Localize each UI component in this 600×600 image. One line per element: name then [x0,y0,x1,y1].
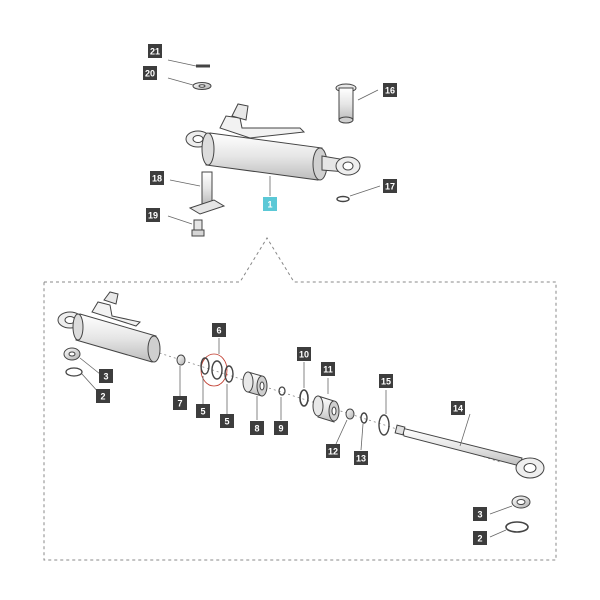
callout-13-label: 13 [356,454,366,464]
part-20-washer [167,77,212,90]
callout-2-left-label: 2 [100,392,105,402]
part-18-bracket [169,171,226,215]
part-17-o-ring [336,185,381,203]
part-11-piston [312,378,340,423]
cylinder-barrel-detail [57,291,161,363]
part-12-seal [335,408,355,445]
callout-9[interactable]: 9 [274,421,288,435]
part-13-o-ring [360,412,368,451]
part-14-piston-rod [394,413,545,479]
part-9-o-ring [278,386,286,420]
callout-20-label: 20 [145,69,155,79]
callout-11-label: 11 [323,365,333,375]
callout-16[interactable]: 16 [383,83,397,97]
callout-19-label: 19 [148,211,158,221]
callout-10[interactable]: 10 [297,347,311,361]
callout-18-label: 18 [152,174,162,184]
callout-5-first[interactable]: 5 [196,404,210,418]
callout-3-right[interactable]: 3 [473,507,487,521]
callout-17-label: 17 [385,182,395,192]
callout-19[interactable]: 19 [146,208,160,222]
callout-2-right-label: 2 [477,534,482,544]
callout-13[interactable]: 13 [354,451,368,465]
part-16-pivot-pin [335,83,379,124]
callout-5-second[interactable]: 5 [220,414,234,428]
callout-1-label: 1 [267,200,272,210]
callout-5-second-label: 5 [224,417,229,427]
detail-view-frame [43,237,557,561]
callout-17[interactable]: 17 [383,179,397,193]
callout-12[interactable]: 12 [326,444,340,458]
part-2-ring-right [489,521,529,538]
callout-20[interactable]: 20 [143,66,157,80]
callout-12-label: 12 [328,447,338,457]
callout-3-left-label: 3 [103,372,108,382]
callout-9-label: 9 [278,424,283,434]
callout-5-first-label: 5 [200,407,205,417]
callout-3-right-label: 3 [477,510,482,520]
callout-8[interactable]: 8 [250,421,264,435]
callout-18[interactable]: 18 [150,171,164,185]
callout-16-label: 16 [385,86,395,96]
callout-7-label: 7 [177,399,182,409]
part-5-6-seal-set [200,338,234,414]
part-2-ring-left [65,367,101,395]
callout-2-left[interactable]: 2 [96,389,110,403]
callout-8-label: 8 [254,424,259,434]
part-10-backup-ring [299,362,309,407]
callout-15-label: 15 [381,377,391,387]
callout-15[interactable]: 15 [379,374,393,388]
callout-2-right[interactable]: 2 [473,531,487,545]
callout-3-left[interactable]: 3 [99,369,113,383]
part-8-gland [242,371,268,420]
part-7-wiper [176,354,186,396]
cylinder-assembly-overview [185,103,361,181]
callout-21-label: 21 [150,47,160,57]
part-3-bushing-left [63,347,101,375]
callout-14-label: 14 [453,404,463,414]
callout-11[interactable]: 11 [321,362,335,376]
part-21-roll-pin [167,59,210,68]
callout-10-label: 10 [299,350,309,360]
part-15-o-ring [378,390,390,436]
callout-7[interactable]: 7 [173,396,187,410]
callout-6-label: 6 [216,326,221,336]
part-3-bushing-right [489,495,531,515]
callout-1-highlighted[interactable]: 1 [263,197,277,211]
part-19-bolt [167,215,205,237]
callout-21[interactable]: 21 [148,44,162,58]
callout-6[interactable]: 6 [212,323,226,337]
callout-14[interactable]: 14 [451,401,465,415]
